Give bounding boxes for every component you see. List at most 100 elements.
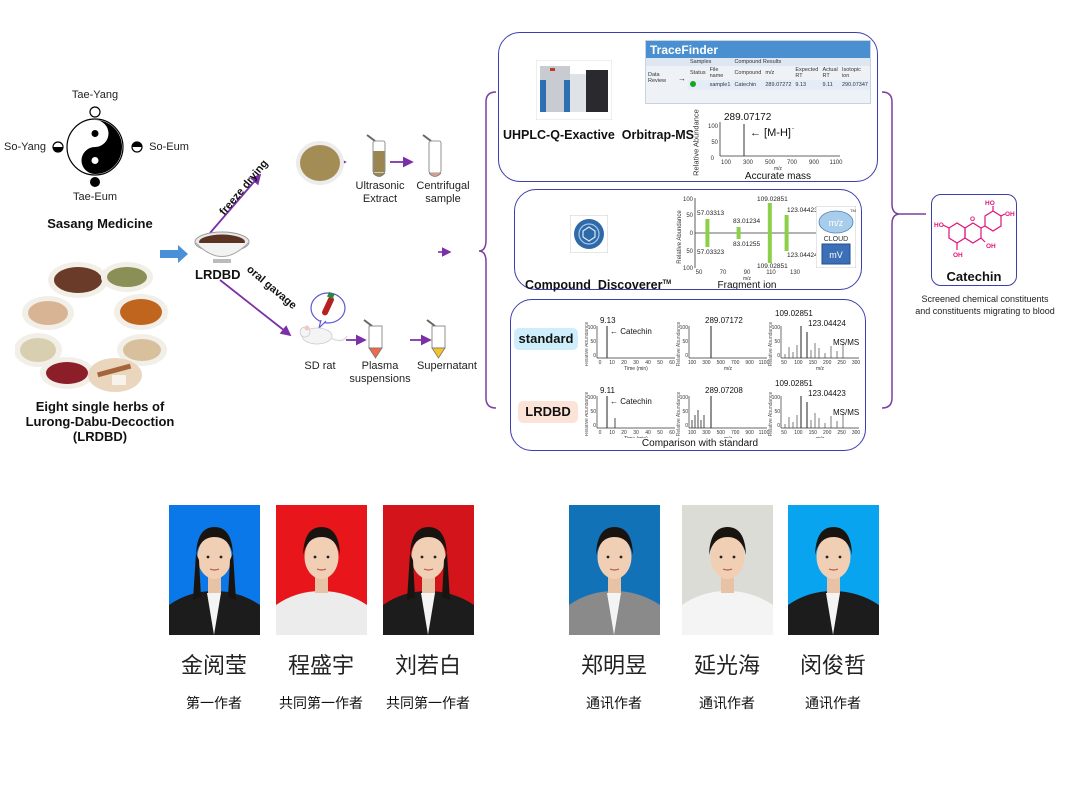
panel-comparison (510, 299, 866, 451)
x-tick: 20 (621, 360, 627, 366)
y-tick: 50 (774, 409, 780, 415)
lrdbd-center-label: LRDBD (195, 267, 241, 282)
tae-yang-icon (89, 106, 101, 118)
chrom-arrow-label: ← Catechin (610, 397, 652, 406)
tae-eum-icon (90, 177, 100, 187)
step-label-line2: Extract (362, 193, 398, 205)
result-caption-line1: Screened chemical constituents (921, 294, 1049, 304)
y-tick: 100 (680, 395, 689, 401)
ring-oxygen: O (970, 216, 975, 223)
author-name: 郑明昱 (580, 654, 647, 679)
herbs-caption-line2: Lurong-Dabu-Decoction (25, 414, 175, 429)
oral-gavage-arrow (219, 279, 292, 337)
x-tick: 50 (696, 270, 703, 276)
y-axis-label: Relative Abundance (676, 392, 682, 437)
plasma-tube-icon (363, 319, 383, 359)
x-tick: 700 (787, 160, 798, 166)
author-photo (682, 505, 773, 635)
blue-arrow-icon (160, 245, 188, 263)
chrom-peak-label: 9.13 (600, 316, 616, 325)
x-axis-label: Time (min) (624, 366, 648, 372)
fragment-bar (767, 203, 772, 263)
x-tick: 100 (721, 160, 732, 166)
catechin-label: Catechin (946, 269, 1002, 284)
y-axis-label: Relative Abundance (585, 322, 590, 367)
author-role: 第一作者 (186, 696, 242, 712)
y-tick: 100 (680, 325, 689, 331)
x-tick: 250 (837, 360, 846, 366)
sasang-top-label: Tae-Yang (71, 89, 119, 101)
tracefinder-group-header: Samples Compound Results (646, 58, 870, 66)
msms-peak1-label: 109.02851 (775, 379, 813, 388)
supernatant-label: Supernatant (417, 360, 477, 372)
col-mz: m/z (765, 70, 775, 76)
sd-rat-icon (299, 291, 348, 345)
x-tick: 150 (809, 430, 818, 436)
sasang-right-label: So-Eum (149, 141, 189, 153)
y-tick: 50 (682, 339, 688, 345)
tracefinder-row[interactable]: sample1 Catechin 289.07272 9.13 9.11 290… (646, 80, 870, 90)
cell-compound: Catechin (734, 82, 757, 88)
author-photo (383, 505, 474, 635)
x-tick: 500 (765, 160, 776, 166)
ion-superscript: - (792, 126, 794, 132)
cloud-text: CLOUD (824, 236, 849, 243)
y-tick: 0 (593, 353, 596, 359)
x-tick: 50 (781, 430, 787, 436)
x-tick: 50 (781, 360, 787, 366)
decoction-bowl-icon (194, 231, 250, 263)
freeze-drying-arrow (209, 173, 262, 234)
x-tick: 200 (823, 430, 832, 436)
y-tick: 100 (772, 395, 781, 401)
workflow-arrows (160, 156, 452, 346)
cell-isotopic-ion: 290.07347 (841, 82, 868, 88)
fragment-bar (784, 215, 789, 251)
catechin-card (931, 194, 1017, 286)
y-tick: 0 (685, 353, 688, 359)
sasang-title: Sasang Medicine (47, 216, 153, 231)
y-tick: 50 (590, 409, 596, 415)
spectrum-caption: Fragment ion (718, 280, 777, 289)
lrdbd-badge: LRDBD (518, 401, 578, 423)
chrom-plot: Relative Abundance1005000102030405060Tim… (585, 386, 675, 438)
x-tick: 130 (790, 270, 801, 276)
ultrasonic-extract-label: Ultrasonic Extract (350, 180, 410, 206)
standard-badge: standard (514, 328, 578, 350)
author-name: 延光海 (693, 654, 760, 679)
y-tick: 100 (683, 197, 694, 203)
y-axis-label: Relative Abundance (768, 392, 774, 437)
ms-peak-label: 289.07208 (705, 386, 743, 395)
y-tick: 0 (593, 423, 596, 429)
fragment-label-top: 123.04423 (787, 207, 818, 214)
col-expected-rt: Expected RT (795, 67, 819, 79)
supernatant-tube-icon (426, 319, 446, 359)
x-tick: 110 (766, 270, 776, 276)
arrow-icon: → (678, 73, 686, 83)
x-tick: 900 (745, 430, 754, 436)
fragment-label-top: 57.03313 (697, 210, 724, 217)
msms-tag: MS/MS (833, 408, 859, 417)
x-tick: 100 (794, 430, 803, 436)
x-tick: 0 (599, 360, 602, 366)
col-actual-rt: Actual RT (822, 67, 838, 79)
x-tick: 700 (731, 360, 740, 366)
x-axis-label: m/z (816, 366, 825, 372)
status-cell (688, 80, 708, 90)
trademark: TM (662, 279, 672, 286)
fragment-label-bottom: 109.02851 (757, 263, 788, 270)
x-axis-label: m/z (724, 366, 733, 372)
y-axis-label: Relative Abundance (585, 392, 590, 437)
group-oh-3: OH (986, 243, 996, 250)
comparison-caption: Comparison with standard (641, 438, 759, 449)
x-tick: 300 (702, 430, 711, 436)
y-tick: 50 (711, 140, 718, 146)
step-label-line1: Plasma (361, 360, 399, 372)
col-isotopic-ion: Isotopic ion (841, 67, 861, 79)
author-name: 程盛宇 (287, 654, 354, 679)
